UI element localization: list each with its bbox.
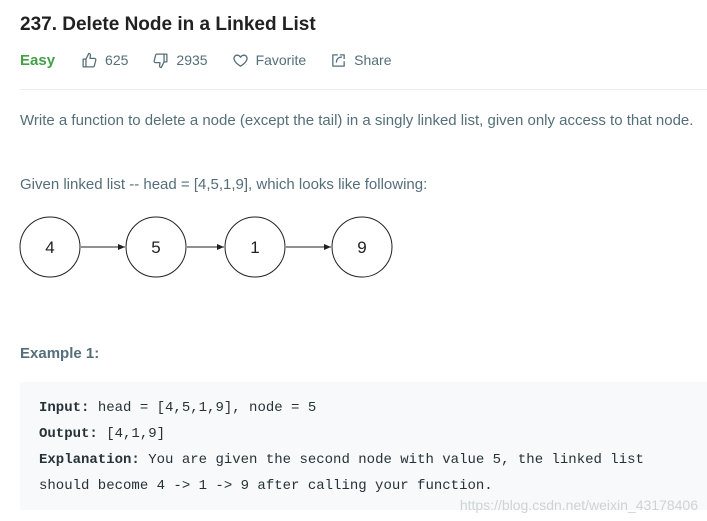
node-value: 5 (151, 238, 160, 257)
example-heading: Example 1: (20, 345, 100, 362)
node-value: 1 (250, 238, 259, 257)
thumbs-up-icon (82, 52, 97, 68)
list-node (224, 216, 286, 278)
problem-meta-bar: Easy 625 2935 Favorite Share (20, 50, 416, 70)
share-button[interactable]: Share (330, 52, 392, 69)
share-icon (332, 53, 345, 67)
description-paragraph: Write a function to delete a node (excep… (20, 112, 694, 129)
list-node (331, 216, 393, 278)
node-value: 4 (45, 238, 54, 257)
like-button[interactable]: 625 (81, 52, 128, 69)
watermark: https://blog.csdn.net/weixin_43178406 (459, 497, 698, 513)
input-label: Input: (39, 400, 90, 416)
favorite-button[interactable]: Favorite (232, 52, 307, 69)
list-node (19, 216, 81, 278)
description-example-intro: Given linked list -- head = [4,5,1,9], w… (20, 176, 428, 193)
dislike-button[interactable]: 2935 (152, 52, 208, 69)
share-label: Share (354, 52, 392, 68)
heart-icon (232, 54, 248, 67)
explanation-label: Explanation: (39, 452, 140, 468)
output-value: [4,1,9] (97, 426, 166, 442)
header-divider (20, 89, 707, 90)
example-code-block: Input: head = [4,5,1,9], node = 5 Output… (20, 382, 707, 510)
explanation-value: You are given the second node with value… (139, 452, 644, 468)
output-label: Output: (39, 426, 98, 442)
explanation-continuation: should become 4 -> 1 -> 9 after calling … (39, 478, 493, 494)
problem-title: 237. Delete Node in a Linked List (20, 14, 316, 35)
like-count: 625 (105, 52, 129, 68)
thumbs-down-icon (153, 52, 168, 68)
difficulty-label: Easy (20, 51, 56, 69)
dislike-count: 2935 (176, 52, 208, 68)
node-value: 9 (357, 238, 366, 257)
list-node (125, 216, 187, 278)
input-value: head = [4,5,1,9], node = 5 (89, 400, 317, 416)
favorite-label: Favorite (255, 52, 307, 68)
linked-list-diagram: 4 5 1 9 (19, 216, 393, 278)
